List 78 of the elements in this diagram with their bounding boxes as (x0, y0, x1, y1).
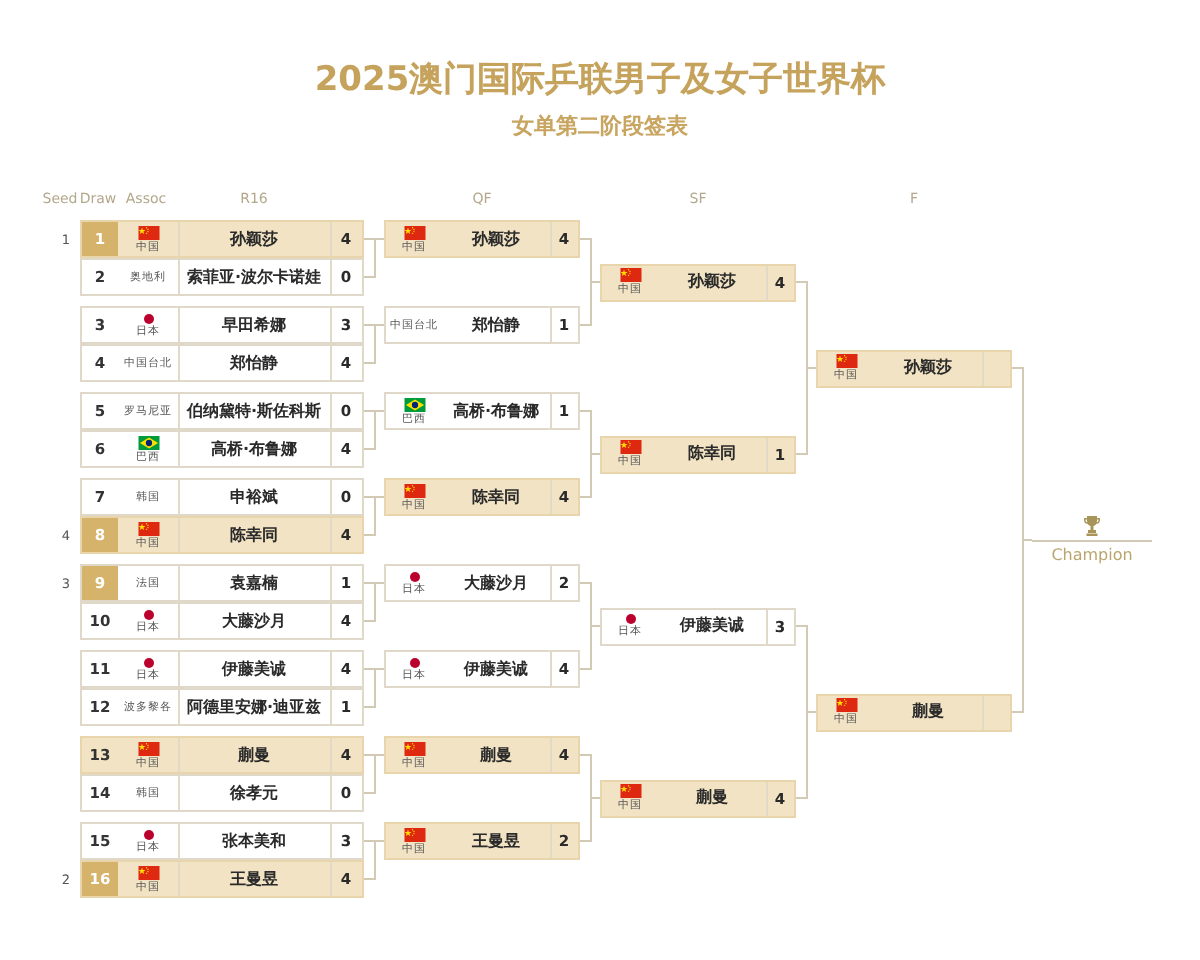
bracket-line (579, 625, 601, 670)
player-name: 郑怡静 (472, 315, 520, 335)
player-name: 孙颖莎 (904, 358, 952, 378)
bracket-slot (600, 435, 796, 473)
bracket-slot (80, 736, 364, 774)
bracket-line (363, 410, 385, 450)
player-name: 蒯曼 (912, 702, 944, 722)
bracket-line (795, 711, 817, 799)
champion-label: Champion (1051, 546, 1133, 566)
player-name: 高桥·布鲁娜 (452, 401, 540, 421)
bracket-slot (80, 602, 364, 640)
player-name: 蒯曼 (238, 745, 270, 765)
player-name: 王曼昱 (472, 831, 520, 851)
bracket-slot (80, 478, 364, 516)
player-name: 孙颖莎 (688, 272, 736, 292)
subtitle: 女单第二阶段签表 (512, 113, 688, 139)
bracket-slot (384, 822, 580, 860)
bracket-slot (816, 693, 1012, 731)
player-name: 陈幸同 (230, 525, 278, 545)
bracket-line (363, 840, 385, 880)
bracket-line (579, 797, 601, 842)
bracket-line (363, 668, 385, 708)
bracket-line (579, 453, 601, 498)
bracket-slot (80, 822, 364, 860)
bracket-slot (384, 650, 580, 688)
player-name: 陈幸同 (688, 444, 736, 464)
player-name: 孙颖莎 (230, 229, 278, 249)
player-name: 大藤沙月 (464, 573, 528, 593)
bracket-slot (384, 564, 580, 602)
bracket-slot (80, 430, 364, 468)
player-name: 徐孝元 (230, 783, 278, 803)
bracket-slot (80, 688, 364, 726)
bracket-slot (384, 736, 580, 774)
bracket-slot (384, 392, 580, 430)
player-name: 伊藤美诚 (680, 616, 744, 636)
player-name: 王曼昱 (230, 869, 278, 889)
title: 2025澳门国际乒联男子及女子世界杯 (314, 60, 886, 100)
player-name: 申裕斌 (230, 487, 278, 507)
bracket-line (1011, 539, 1033, 713)
player-name: 大藤沙月 (222, 611, 286, 631)
bracket-slot (80, 650, 364, 688)
bracket-slot (80, 774, 364, 812)
player-name: 蒯曼 (480, 745, 512, 765)
bracket-line (795, 367, 817, 455)
bracket-line (363, 324, 385, 364)
player-name: 高桥·布鲁娜 (210, 439, 298, 459)
bracket-slot (80, 220, 364, 258)
bracket-slot (384, 220, 580, 258)
player-name: 索菲亚·波尔卡诺娃 (186, 267, 322, 287)
player-name: 伊藤美诚 (222, 659, 286, 679)
bracket-slot (816, 349, 1012, 387)
bracket-line (363, 582, 385, 622)
bracket-slot (80, 516, 364, 554)
bracket-slot (600, 607, 796, 645)
player-name: 孙颖莎 (472, 229, 520, 249)
bracket-slot (80, 564, 364, 602)
player-name: 郑怡静 (230, 353, 278, 373)
player-name: 伯纳黛特·斯佐科斯 (186, 401, 322, 421)
player-name: 阿德里安娜·迪亚兹 (186, 697, 322, 717)
bracket-slot (80, 306, 364, 344)
player-name: 陈幸同 (472, 487, 520, 507)
bracket-line (363, 238, 385, 278)
player-name: 早田希娜 (222, 315, 286, 335)
player-name: 张本美和 (222, 831, 286, 851)
bracket-slot (80, 392, 364, 430)
bracket-slot (80, 344, 364, 382)
bracket-line (579, 281, 601, 326)
bracket-slot (384, 478, 580, 516)
bracket-slot (600, 779, 796, 817)
player-name: 伊藤美诚 (464, 659, 528, 679)
player-name: 蒯曼 (696, 788, 728, 808)
bracket-slot (80, 860, 364, 898)
bracket-slot (600, 263, 796, 301)
bracket-slot (384, 306, 580, 344)
bracket-line (363, 496, 385, 536)
bracket-line (363, 754, 385, 794)
bracket-slot (80, 258, 364, 296)
player-name: 袁嘉楠 (230, 573, 278, 593)
